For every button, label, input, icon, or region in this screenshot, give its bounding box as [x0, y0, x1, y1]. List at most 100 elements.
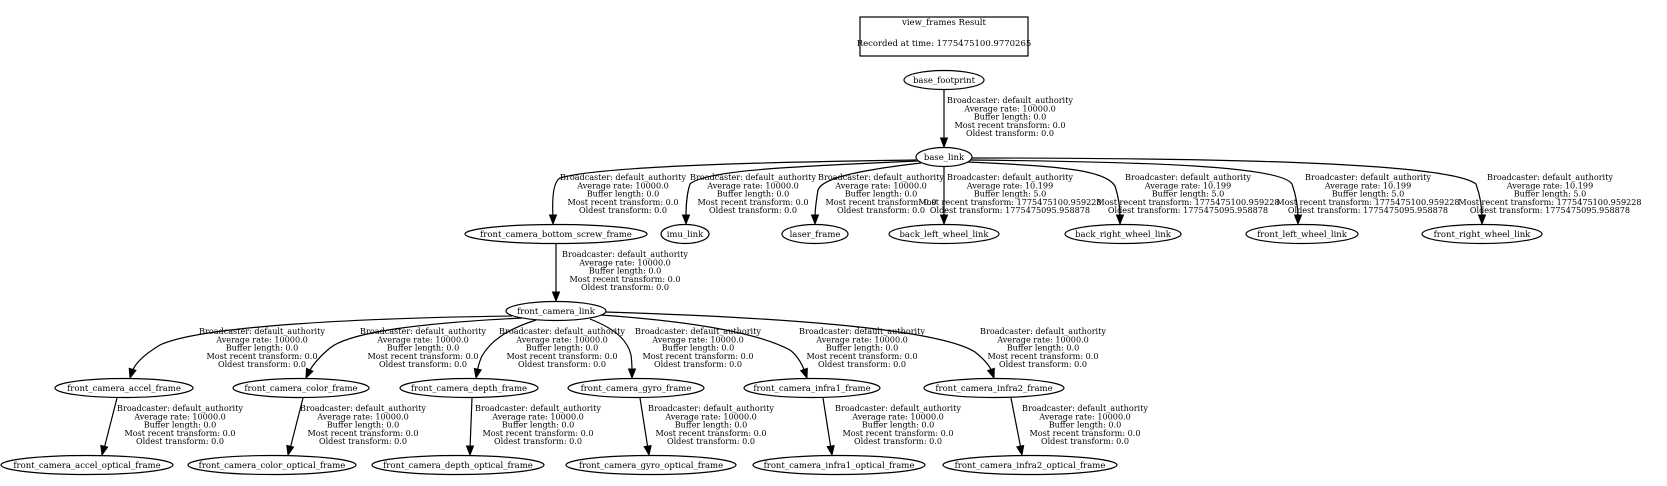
edge-label-line: Oldest transform: 0.0	[818, 359, 906, 369]
frame-node-label: front_camera_infra1_frame	[753, 384, 870, 394]
edge-label-line: Average rate: 10.199	[1324, 180, 1411, 190]
edge-label-line: Most recent transform: 0.0	[367, 351, 478, 361]
edge-label-line: Most recent transform: 0.0	[482, 428, 593, 438]
frame-node-ellipse	[923, 377, 1065, 399]
frame-node-front-camera-color-frame: front_camera_color_frame	[232, 377, 370, 399]
edge-label-line: Broadcaster: default_authority	[635, 326, 761, 336]
frame-node-base-link: base_link	[915, 146, 973, 168]
arrowhead	[465, 445, 475, 457]
frame-node-label: base_footprint	[913, 76, 976, 86]
frame-node-label: front_camera_bottom_screw_frame	[480, 230, 632, 240]
edge-line	[639, 397, 649, 450]
frame-node-front-camera-link: front_camera_link	[505, 300, 607, 322]
arrowhead	[939, 214, 949, 226]
edge-label-line: Broadcaster: default_authority	[980, 326, 1106, 336]
frame-node-label: front_camera_depth_frame	[411, 384, 527, 394]
edge-label-line: Most recent transform: 0.0	[569, 274, 680, 284]
frame-node-front-camera-accel-optical-frame: front_camera_accel_optical_frame	[0, 454, 174, 476]
arrowhead	[305, 367, 314, 380]
edge-label-line: Broadcaster: default_authority	[835, 403, 961, 413]
frame-node-ellipse	[942, 454, 1118, 476]
frame-node-front-camera-gyro-optical-frame: front_camera_gyro_optical_frame	[565, 454, 737, 476]
frame-node-laser-frame: laser_frame	[781, 223, 849, 245]
edge-label-line: Average rate: 10000.0	[851, 411, 944, 421]
edge-label-line: Buffer length: 5.0	[974, 189, 1047, 199]
edge-label-line: Buffer length: 0.0	[387, 343, 460, 353]
edge-line	[552, 159, 917, 219]
frame-node-ellipse	[903, 69, 985, 91]
arrowhead	[548, 214, 558, 226]
edge-label-line: Most recent transform: 1775475100.959228	[1276, 197, 1459, 207]
frame-node-label: base_link	[924, 153, 965, 163]
edge-label-line: Broadcaster: default_authority	[1022, 403, 1148, 413]
edge-line	[822, 397, 832, 450]
frame-node-ellipse	[915, 146, 973, 168]
edge-label-line: Most recent transform: 0.0	[825, 197, 936, 207]
edge-label-line: Average rate: 10000.0	[576, 180, 669, 190]
edge-label-line: Average rate: 10000.0	[578, 257, 671, 267]
arrowhead	[939, 137, 949, 149]
edge-line	[131, 315, 513, 373]
edge-label-line: Average rate: 10.199	[1144, 180, 1231, 190]
frame-node-front-camera-bottom-screw-frame: front_camera_bottom_screw_frame	[464, 223, 648, 245]
frame-node-label: laser_frame	[790, 230, 841, 240]
edge-label-line: Oldest transform: 0.0	[579, 205, 667, 215]
edge-label-line: Oldest transform: 0.0	[218, 359, 306, 369]
edge-label-line: Broadcaster: default_authority	[947, 95, 1073, 105]
edge-label-line: Buffer length: 0.0	[587, 189, 660, 199]
title-box-border	[859, 16, 1029, 57]
edge-label-line: Average rate: 10.199	[966, 180, 1053, 190]
frame-node-ellipse	[1245, 223, 1359, 245]
edge-label-line: Average rate: 10000.0	[651, 334, 744, 344]
edge-label-line: Buffer length: 0.0	[589, 266, 662, 276]
frame-node-ellipse	[660, 223, 710, 245]
arrowhead	[1477, 214, 1487, 226]
frame-node-label: front_camera_accel_frame	[67, 384, 181, 394]
title-heading: view_frames Result	[901, 18, 986, 28]
arrowhead	[1293, 214, 1303, 226]
edge-label-line: Buffer length: 5.0	[1152, 189, 1225, 199]
edge-label-line: Most recent transform: 1775475100.959228	[1096, 197, 1279, 207]
frame-node-ellipse	[464, 223, 648, 245]
edge-label-line: Buffer length: 0.0	[1007, 343, 1080, 353]
frame-node-ellipse	[399, 377, 539, 399]
edge-label-line: Broadcaster: default_authority	[1305, 172, 1431, 182]
arrowhead	[799, 367, 808, 380]
edge-label-line: Oldest transform: 1775475095.958878	[1288, 205, 1448, 215]
edge-label-line: Most recent transform: 0.0	[842, 428, 953, 438]
edge-label-line: Most recent transform: 0.0	[567, 197, 678, 207]
frame-node-label: front_camera_link	[517, 307, 596, 317]
edge-label-line: Average rate: 10000.0	[376, 334, 469, 344]
edge-label-line: Buffer length: 5.0	[1332, 189, 1405, 199]
frame-node-imu-link: imu_link	[660, 223, 710, 245]
frame-node-front-right-wheel-link: front_right_wheel_link	[1421, 223, 1543, 245]
edge-line	[970, 159, 1299, 219]
frame-node-label: front_camera_gyro_optical_frame	[579, 461, 723, 471]
edge-label-line: Broadcaster: default_authority	[562, 249, 688, 259]
frame-node-front-camera-accel-frame: front_camera_accel_frame	[54, 377, 194, 399]
frame-node-back-left-wheel-link: back_left_wheel_link	[888, 223, 1000, 245]
arrowhead	[286, 444, 295, 457]
frame-node-ellipse	[888, 223, 1000, 245]
edge-label-line: Oldest transform: 0.0	[966, 128, 1054, 138]
edge-label-line: Oldest transform: 0.0	[379, 359, 467, 369]
edge-line	[967, 161, 1121, 219]
edge-label-line: Buffer length: 0.0	[144, 420, 217, 430]
nodes-layer: base_footprint base_link front_camera_bott…	[0, 69, 1543, 476]
edge-label-line: Average rate: 10000.0	[996, 334, 1089, 344]
edge-line	[289, 397, 304, 450]
edge-label-line: Oldest transform: 0.0	[518, 359, 606, 369]
edge-line	[469, 397, 473, 450]
edge-label-line: Broadcaster: default_authority	[799, 326, 925, 336]
